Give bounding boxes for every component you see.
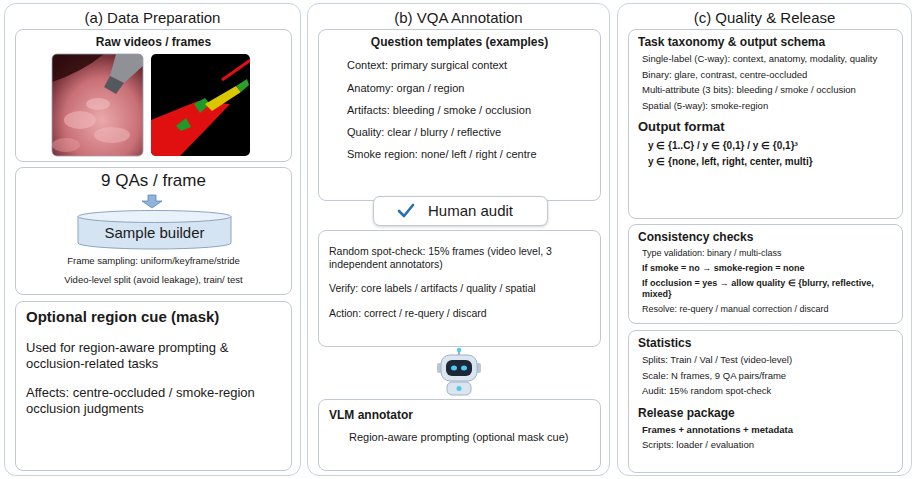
input-box: Raw videos / frames bbox=[15, 29, 292, 162]
robot-icon bbox=[437, 348, 481, 395]
robot-antenna-tip bbox=[457, 348, 461, 352]
mask-region-yellow bbox=[205, 86, 241, 111]
endoscopic-frame bbox=[52, 54, 143, 156]
instrument-tip bbox=[104, 76, 124, 94]
detail-text: Frame sampling: uniform/keyframe/stride bbox=[26, 255, 281, 266]
mask-region-red bbox=[151, 101, 230, 156]
formula-text: y ∈ {1..C} / y ∈ {0,1} / y ∈ {0,1}³ bbox=[638, 140, 893, 152]
formula-text: y ∈ {none, left, right, center, multi} bbox=[638, 156, 893, 168]
check-item: Resolve: re-query / manual correction / … bbox=[638, 304, 893, 315]
flow-arrow bbox=[142, 195, 162, 208]
banner-label: Human audit bbox=[408, 202, 513, 220]
schema-box: Task taxonomy & output schemaSingle-labe… bbox=[628, 29, 903, 219]
checks-box: Consistency checksType validation: binar… bbox=[628, 224, 903, 324]
template-item: Anatomy: organ / region bbox=[329, 82, 590, 95]
tissue-fold bbox=[86, 98, 110, 110]
audit-item: Random spot-check: 15% frames (video lev… bbox=[329, 245, 590, 270]
stat-item: Splits: Train / Val / Test (video-level) bbox=[638, 354, 893, 365]
tissue-fold bbox=[94, 127, 130, 143]
mask-region-red bbox=[222, 59, 250, 80]
robot-eye bbox=[451, 366, 457, 371]
cylinder-top bbox=[78, 211, 231, 223]
stage-panel: (a) Data PreparationRaw videos / frames 9… bbox=[4, 3, 301, 476]
check-mark bbox=[399, 205, 413, 216]
box-title: Task taxonomy & output schema bbox=[638, 35, 893, 49]
panel-title: (a) Data Preparation bbox=[11, 9, 294, 27]
stage-panel: (b) VQA AnnotationQuestion templates (ex… bbox=[307, 3, 610, 476]
box-title: Statistics bbox=[638, 336, 893, 350]
body-text: Used for region-aware prompting & occlus… bbox=[26, 340, 281, 371]
template-item: Context: primary surgical context bbox=[329, 59, 590, 72]
stat-item: Audit: 15% random spot-check bbox=[638, 385, 893, 396]
box-title: Question templates (examples) bbox=[329, 35, 590, 49]
robot-face bbox=[446, 360, 472, 376]
audit-item: Verify: core labels / artifacts / qualit… bbox=[329, 282, 590, 295]
region-cue-box: Optional region cue (mask) Used for regio… bbox=[15, 301, 292, 471]
template-box: Question templates (examples) Context: pr… bbox=[318, 29, 601, 201]
mask-region-green bbox=[176, 118, 191, 131]
body-text: Region-aware prompting (optional mask cu… bbox=[329, 431, 590, 444]
stat-item: Scripts: loader / evaluation bbox=[638, 439, 893, 450]
body-text: Affects: centre-occluded / smoke-region … bbox=[26, 385, 281, 416]
box-title: Consistency checks bbox=[638, 230, 893, 244]
audit-box: Random spot-check: 15% frames (video lev… bbox=[318, 230, 601, 347]
tissue-fold bbox=[64, 111, 96, 129]
audit-item: Action: correct / re-query / discard bbox=[329, 307, 590, 320]
sub-title: Release package bbox=[638, 406, 893, 420]
box-title: Optional region cue (mask) bbox=[26, 308, 281, 326]
check-item: If occlusion = yes → allow quality ∈ {bl… bbox=[638, 278, 893, 300]
schema-item: Single-label (C-way): context, anatomy, … bbox=[638, 53, 893, 64]
check-item: Type validation: binary / multi-class bbox=[638, 248, 893, 259]
check-item: If smoke = no → smoke-region = none bbox=[638, 263, 893, 274]
shadow-region bbox=[52, 54, 104, 82]
mask-region-green bbox=[236, 79, 249, 92]
stat-item: Frames + annotations + metadata bbox=[638, 424, 893, 435]
template-item: Smoke region: none/ left / right / centr… bbox=[329, 148, 590, 161]
sub-title: Output format bbox=[638, 119, 893, 135]
tissue-fold bbox=[52, 138, 80, 152]
check-symbol bbox=[396, 202, 416, 220]
frame-border bbox=[52, 54, 143, 156]
stat-item: Scale: N frames, 9 QA pairs/frame bbox=[638, 370, 893, 381]
robot-chest-light bbox=[457, 386, 462, 391]
audit-banner: Human audit bbox=[373, 196, 548, 226]
statistics-box: StatisticsSplits: Train / Val / Test (vi… bbox=[628, 330, 903, 473]
robot-eye bbox=[461, 366, 467, 371]
stage-panel: (c) Quality & ReleaseTask taxonomy & out… bbox=[617, 3, 912, 476]
robot-body bbox=[447, 382, 471, 395]
schema-item: Spatial (5-way): smoke-region bbox=[638, 100, 893, 111]
sample-box: 9 QAs / frameFrame sampling: uniform/key… bbox=[15, 167, 292, 295]
cylinder-label: Sample builder bbox=[104, 224, 204, 242]
panel-title: (b) VQA Annotation bbox=[314, 9, 603, 27]
box-title: VLM annotator bbox=[329, 408, 590, 422]
annotator-box: VLM annotatorRegion-aware prompting (opt… bbox=[318, 399, 601, 471]
schema-item: Binary: glare, contrast, centre-occluded bbox=[638, 69, 893, 80]
segmentation-mask bbox=[151, 54, 250, 156]
robot-head bbox=[441, 355, 477, 381]
panel-title: (c) Quality & Release bbox=[624, 9, 905, 27]
schema-item: Multi-attribute (3 bits): bleeding / smo… bbox=[638, 84, 893, 95]
template-item: Quality: clear / blurry / reflective bbox=[329, 126, 590, 139]
box-title: Raw videos / frames bbox=[24, 35, 283, 49]
template-item: Artifacts: bleeding / smoke / occlusion bbox=[329, 104, 590, 117]
box-title: 9 QAs / frame bbox=[26, 171, 281, 191]
tissue-ground bbox=[52, 54, 143, 156]
database-cylinder: Sample builder bbox=[77, 210, 232, 250]
detail-text: Video-level split (avoid leakage), train… bbox=[26, 274, 281, 285]
